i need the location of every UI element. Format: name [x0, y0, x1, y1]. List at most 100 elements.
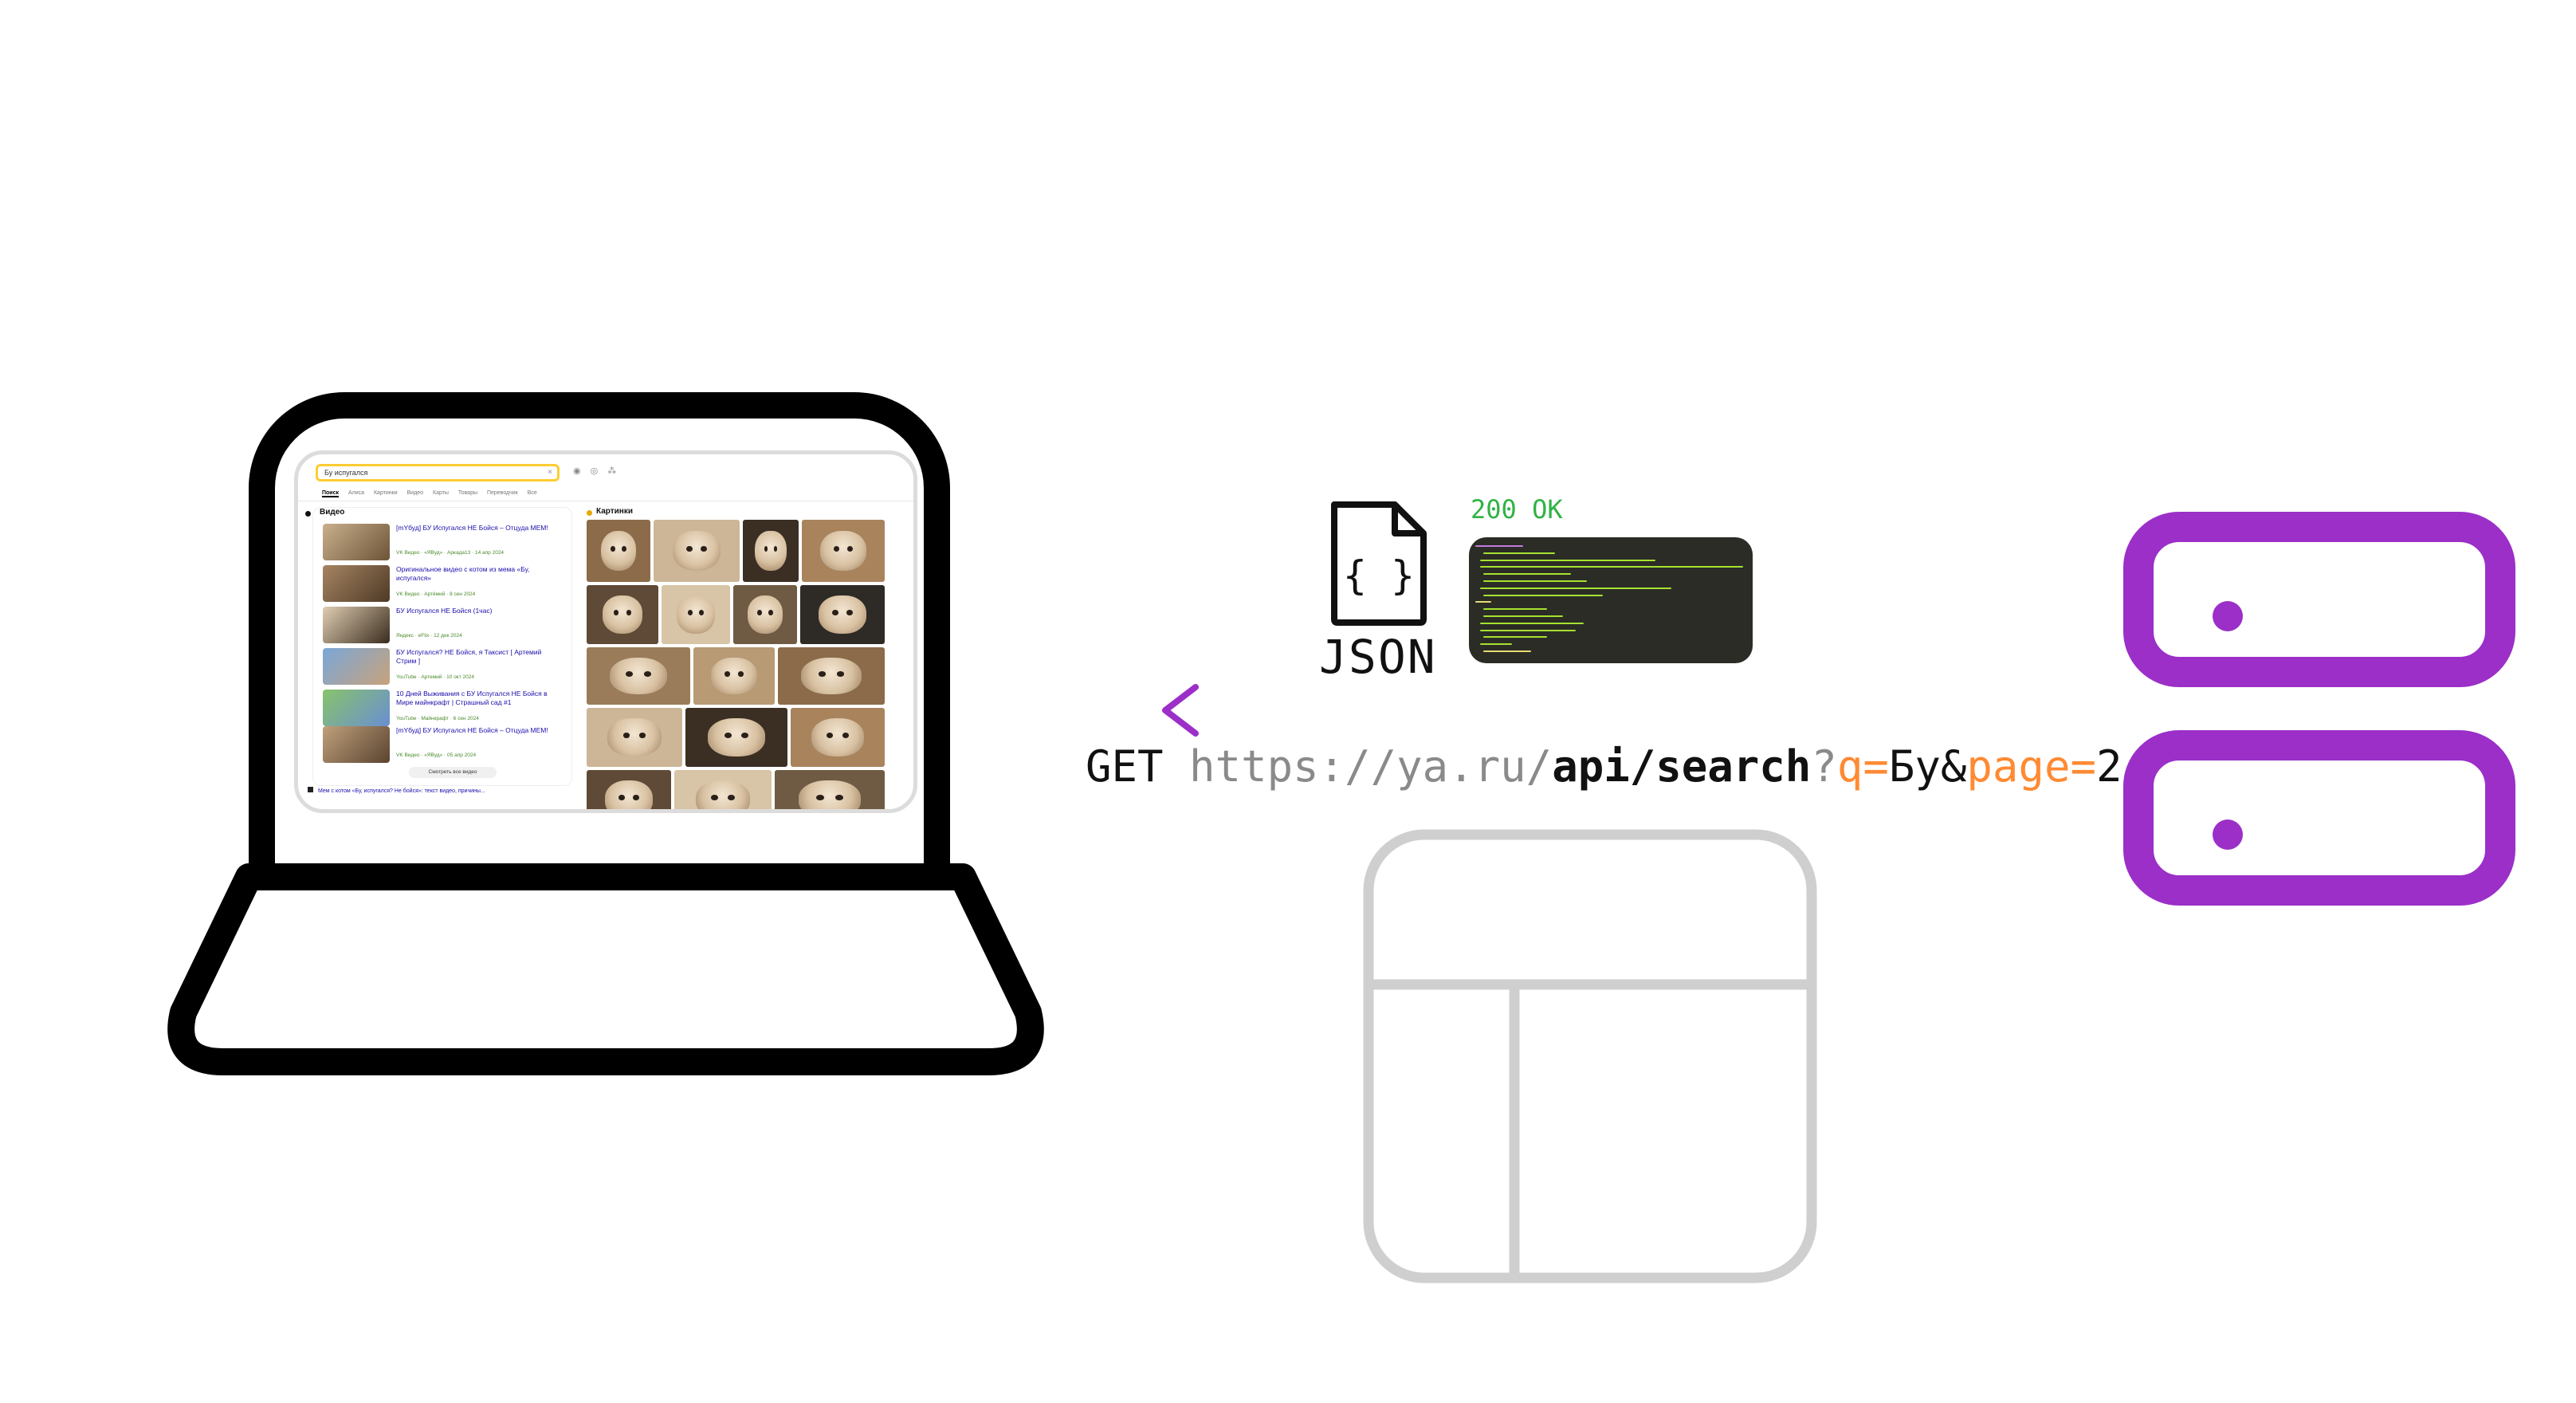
video-meta: VK Видео · Артёмий · 8 сен 2024 — [396, 591, 476, 597]
page-param-value: 2 — [2095, 741, 2122, 792]
images-section-icon — [587, 510, 592, 516]
tab-images[interactable]: Картинки — [373, 490, 398, 496]
request-query-mark: ? — [1811, 741, 1837, 792]
image-thumbnail[interactable] — [775, 770, 885, 809]
code-line — [1480, 587, 1671, 589]
server-unit-top — [2123, 512, 2515, 687]
video-meta: VK Видео · «ЯВуд» · 05 апр 2024 — [396, 753, 477, 758]
code-line — [1480, 622, 1584, 624]
code-line — [1483, 650, 1531, 652]
code-line — [1483, 615, 1563, 617]
image-thumbnail[interactable] — [662, 585, 730, 644]
image-thumbnail[interactable] — [587, 585, 658, 644]
tab-translator[interactable]: Переводчик — [486, 490, 518, 496]
http-method: GET — [1086, 741, 1190, 792]
video-results-panel: Видео [mYбуд] БУ Испугался НЕ Бойся – От… — [305, 507, 572, 786]
image-thumbnail[interactable] — [800, 585, 885, 644]
json-label: JSON — [1319, 630, 1437, 684]
tab-alice[interactable]: Алиса — [348, 490, 365, 496]
camera-icon[interactable]: ◎ — [590, 466, 608, 476]
search-tools: ◉◎⁂ — [573, 466, 626, 476]
code-line — [1480, 629, 1576, 631]
server-unit-bottom — [2123, 730, 2515, 906]
query-param-value: Бу& — [1888, 741, 1967, 792]
image-thumbnail[interactable] — [587, 520, 650, 582]
tab-search[interactable]: Поиск — [322, 490, 340, 497]
image-thumbnail[interactable] — [654, 520, 740, 582]
tab-maps[interactable]: Карты — [433, 490, 449, 496]
request-base-url: https://ya.ru/ — [1189, 741, 1553, 792]
video-result[interactable]: [mYбуд] БУ Испугался НЕ Бойся – Отцуда М… — [323, 726, 562, 764]
tab-video[interactable]: Видео — [406, 490, 424, 496]
page-layout-wireframe — [1363, 829, 1817, 1283]
http-request-line: GET https://ya.ru/api/search?q=Бу&page=2 — [1086, 741, 2122, 792]
code-line — [1483, 594, 1603, 596]
close-icon[interactable]: × — [548, 468, 552, 477]
image-thumbnail[interactable] — [685, 708, 787, 767]
mic-icon[interactable]: ◉ — [573, 466, 591, 476]
code-line — [1483, 580, 1587, 582]
video-title[interactable]: БУ Испугался НЕ Бойся (1час) — [396, 607, 493, 615]
image-thumbnail[interactable] — [693, 647, 775, 705]
video-result[interactable]: БУ Испугался НЕ Бойся (1час) Яндекс · eF… — [323, 607, 562, 645]
image-thumbnail[interactable] — [791, 708, 885, 767]
image-thumbnail[interactable] — [802, 520, 885, 582]
search-tabs: Поиск Алиса Картинки Видео Карты Товары … — [322, 490, 545, 497]
video-thumbnail — [323, 690, 390, 726]
video-thumbnail — [323, 565, 390, 602]
images-section-title: Картинки — [596, 507, 634, 516]
query-param-key: q= — [1836, 741, 1889, 792]
video-result[interactable]: [mYбуд] БУ Испугался НЕ Бойся – Отцуда М… — [323, 524, 562, 562]
video-meta: VK Видео · «ЯВуд» · Аркада13 · 14 апр 20… — [396, 550, 505, 556]
code-line — [1480, 643, 1512, 646]
image-thumbnail[interactable] — [778, 647, 885, 705]
video-result[interactable]: БУ Испугался? НЕ Бойся, я Таксист [ Арте… — [323, 648, 562, 686]
search-input[interactable]: Бу испугался × — [316, 464, 560, 481]
favicon-icon — [308, 787, 313, 792]
video-title[interactable]: БУ Испугался? НЕ Бойся, я Таксист [ Арте… — [396, 648, 542, 665]
video-result[interactable]: Оригинальное видео с котом из мема «Бу, … — [323, 565, 562, 603]
search-result-title[interactable]: Мем с котом «Бу, испугался? Не бойся»: т… — [318, 788, 485, 794]
request-path: api/search — [1552, 741, 1812, 792]
video-thumbnail — [323, 524, 390, 560]
json-response-preview — [1469, 537, 1753, 663]
video-result[interactable]: 10 Дней Выживания с БУ Испугался НЕ Бойс… — [323, 690, 562, 728]
video-title[interactable]: Оригинальное видео с котом из мема «Бу, … — [396, 565, 530, 582]
video-title[interactable]: [mYбуд] БУ Испугался НЕ Бойся – Отцуда М… — [396, 726, 548, 734]
code-line — [1475, 545, 1523, 547]
json-braces: { } — [1343, 552, 1415, 599]
video-thumbnail — [323, 648, 390, 685]
image-thumbnail[interactable] — [587, 647, 690, 705]
apps-icon[interactable]: ⁂ — [607, 466, 626, 476]
video-section-title: Видео — [320, 508, 345, 517]
code-line — [1483, 608, 1547, 611]
code-line — [1483, 573, 1571, 576]
video-title[interactable]: 10 Дней Выживания с БУ Испугался НЕ Бойс… — [396, 690, 548, 706]
code-line — [1475, 601, 1491, 603]
tab-all[interactable]: Все — [527, 490, 537, 496]
search-result-snippet[interactable]: Мем с котом «Бу, испугался? Не бойся»: т… — [308, 787, 571, 796]
image-thumbnail[interactable] — [733, 585, 797, 644]
search-results-screenshot: Бу испугался × ◉◎⁂ Поиск Алиса Картинки … — [294, 450, 917, 813]
search-query-text: Бу испугался — [324, 469, 368, 477]
status-code-label: 200 OK — [1471, 494, 1563, 525]
json-file-icon: { } — [1331, 501, 1427, 626]
code-line — [1480, 566, 1743, 568]
image-thumbnail[interactable] — [587, 770, 671, 809]
laptop-keyboard-base — [167, 863, 1044, 1075]
video-thumbnail — [323, 726, 390, 763]
code-line — [1483, 552, 1555, 554]
response-arrow — [1162, 684, 1985, 737]
video-thumbnail — [323, 607, 390, 643]
image-thumbnail[interactable] — [587, 708, 682, 767]
video-meta: Яндекс · eFlix · 12 дек 2024 — [396, 633, 462, 639]
video-meta: YouTube · Майнкрафт · 6 сен 2024 — [396, 716, 479, 721]
tab-goods[interactable]: Товары — [457, 490, 478, 496]
video-meta: YouTube · Артемий · 10 окт 2024 — [396, 674, 474, 680]
image-results-panel: Картинки — [587, 507, 886, 809]
video-title[interactable]: [mYбуд] БУ Испугался НЕ Бойся – Отцуда М… — [396, 524, 548, 532]
page-param-key: page= — [1966, 741, 2096, 792]
image-thumbnail[interactable] — [743, 520, 799, 582]
more-videos-button[interactable]: Смотреть все видео — [409, 767, 497, 778]
image-thumbnail[interactable] — [674, 770, 772, 809]
